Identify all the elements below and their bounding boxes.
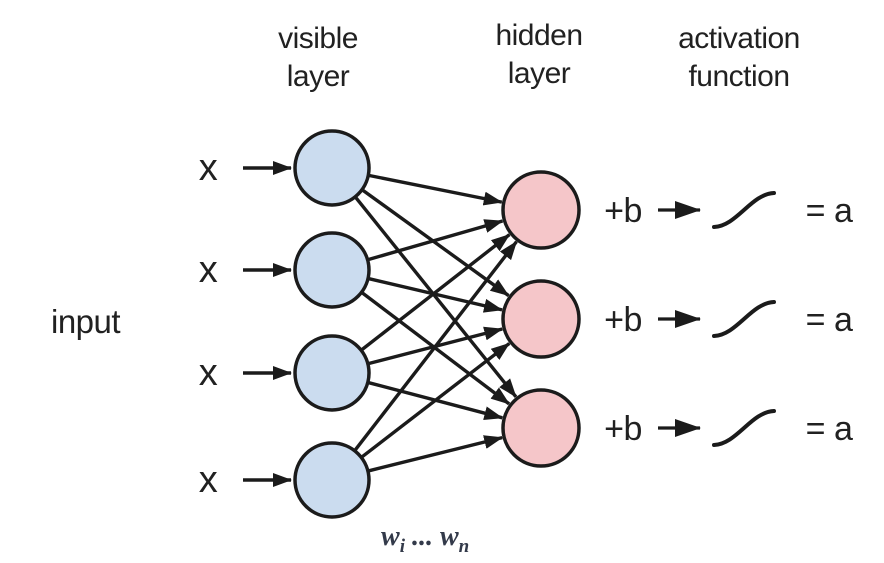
connection-arrow-v1-h1 bbox=[368, 173, 503, 206]
connection-arrow-v4-h3 bbox=[368, 435, 504, 473]
sigmoid-icon-2 bbox=[712, 300, 776, 338]
input-x-label-3: x bbox=[199, 352, 218, 394]
hidden-node-2 bbox=[501, 279, 581, 359]
hidden-node-1 bbox=[501, 170, 581, 250]
hidden-node-3 bbox=[501, 388, 581, 468]
header-hidden-layer-line1: hidden bbox=[495, 19, 582, 52]
visible-node-3 bbox=[293, 334, 371, 412]
connection-arrow-v4-h2 bbox=[361, 342, 511, 459]
sigmoid-icon-1 bbox=[712, 191, 776, 229]
connection-arrow-v2-h1 bbox=[368, 219, 504, 262]
header-visible-layer-line2: layer bbox=[287, 60, 350, 93]
connection-arrow-v4-h1 bbox=[353, 240, 518, 451]
header-activation-function-line1: activation bbox=[678, 22, 800, 55]
connection-arrow-v1-h2 bbox=[361, 188, 510, 297]
bias-label-3: +b bbox=[604, 410, 642, 448]
sigmoid-icon-3 bbox=[712, 409, 776, 447]
input-x-label-2: x bbox=[199, 249, 218, 291]
connection-arrow-v3-h1 bbox=[360, 233, 511, 351]
result-label-3: = a bbox=[806, 410, 853, 448]
visible-node-4 bbox=[293, 441, 371, 519]
result-label-1: = a bbox=[806, 192, 853, 230]
input-x-label-1: x bbox=[199, 147, 218, 189]
header-activation-function-line2: function bbox=[688, 60, 789, 93]
connection-arrow-v1-h3 bbox=[354, 196, 518, 398]
header-hidden-layer-line2: layer bbox=[508, 57, 571, 90]
input-label: input bbox=[51, 303, 120, 340]
visible-node-1 bbox=[293, 129, 371, 207]
bias-label-1: +b bbox=[604, 192, 642, 230]
visible-node-2 bbox=[293, 231, 371, 309]
weights-label: wi ... wn bbox=[381, 521, 469, 557]
header-visible-layer-line1: visible bbox=[278, 22, 358, 55]
bias-label-2: +b bbox=[604, 301, 642, 339]
input-x-label-4: x bbox=[199, 459, 218, 501]
result-label-2: = a bbox=[806, 301, 853, 339]
